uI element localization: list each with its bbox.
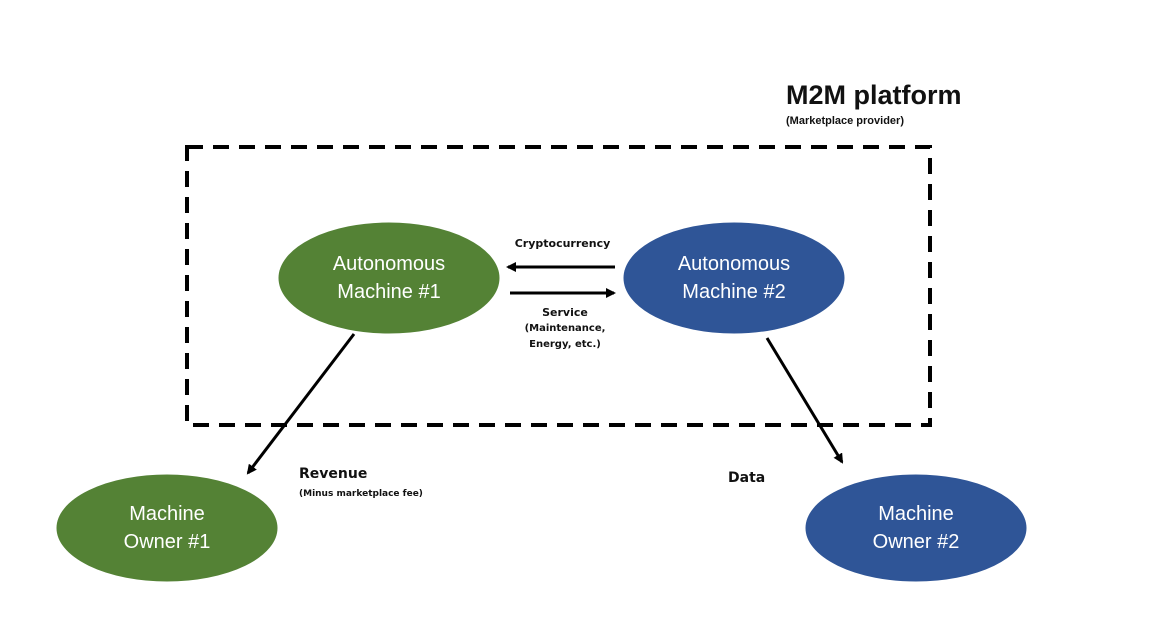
owner-1-node — [55, 473, 279, 583]
machine-1-line1: Autonomous — [332, 253, 446, 275]
machine-2-line2: Machine #2 — [682, 281, 786, 303]
owner-1-label: Machine Owner #1 — [56, 474, 278, 582]
service-detail-1: (Maintenance, — [524, 323, 606, 334]
machine-1-line2: Machine #1 — [337, 281, 441, 303]
platform-boundary — [185, 145, 932, 427]
service-label: Service (Maintenance, Energy, etc.) — [510, 305, 620, 353]
owner-2-node — [804, 473, 1028, 583]
machine-2-line1: Autonomous — [677, 253, 791, 275]
service-detail-2: Energy, etc.) — [529, 339, 601, 350]
machine-1-node — [277, 221, 501, 335]
machine-2-label: Autonomous Machine #2 — [623, 222, 845, 334]
owner-2-line1: Machine — [878, 503, 954, 525]
owner-2-label: Machine Owner #2 — [805, 474, 1027, 582]
service-title: Service — [542, 306, 588, 319]
data-label: Data — [728, 470, 766, 486]
revenue-label: Revenue — [299, 466, 368, 482]
platform-subtitle: (Marketplace provider) — [786, 115, 904, 127]
machine-1-label: Autonomous Machine #1 — [278, 222, 500, 334]
cryptocurrency-label: Cryptocurrency — [514, 237, 611, 250]
owner-1-line1: Machine — [129, 503, 205, 525]
revenue-detail: (Minus marketplace fee) — [299, 489, 423, 499]
platform-title: M2M platform — [786, 80, 962, 110]
revenue-arrow — [246, 333, 356, 475]
data-arrow — [765, 337, 844, 464]
machine-2-node — [622, 221, 846, 335]
owner-2-line2: Owner #2 — [872, 531, 960, 553]
owner-1-line2: Owner #1 — [123, 531, 211, 553]
